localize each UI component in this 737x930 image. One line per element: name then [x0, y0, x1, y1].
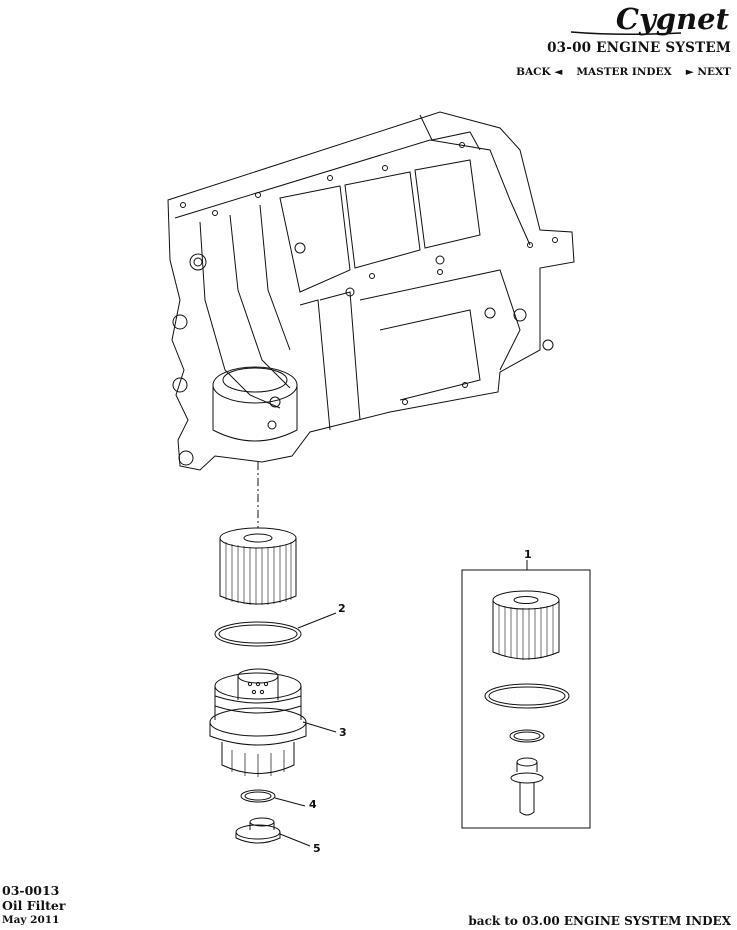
- back-to-index-link[interactable]: back to 03.00 ENGINE SYSTEM INDEX: [468, 914, 731, 928]
- cygnet-logo: Cygnet: [570, 2, 730, 36]
- callout-1: 1: [524, 548, 532, 561]
- page-section-title: 03-00 ENGINE SYSTEM: [547, 40, 731, 56]
- filter-kit-box: [461, 569, 591, 829]
- top-navigation: BACK ◄ MASTER INDEX ► NEXT: [516, 66, 731, 78]
- page-code: 03-0013: [2, 883, 60, 898]
- kit-filter-element-drawing: [492, 590, 560, 660]
- callout-3: 3: [339, 726, 347, 739]
- small-o-ring-drawing: [240, 789, 276, 803]
- back-link[interactable]: BACK ◄: [516, 66, 563, 78]
- oil-filter-diagram: 1 2 3 4 5: [167, 111, 591, 855]
- drain-plug-drawing: [235, 817, 281, 844]
- callout-4: 4: [309, 798, 317, 811]
- callout-5: 5: [313, 842, 321, 855]
- cygnet-logo-text: Cygnet: [616, 2, 730, 36]
- kit-drain-plug-drawing: [510, 757, 544, 816]
- master-index-link[interactable]: MASTER INDEX: [576, 66, 672, 78]
- page-name: Oil Filter: [2, 898, 66, 913]
- next-link[interactable]: ► NEXT: [685, 66, 731, 78]
- oil-filter-element-drawing: [219, 527, 297, 605]
- page-date: May 2011: [2, 914, 60, 926]
- engine-block-drawing: [167, 111, 575, 471]
- o-ring-drawing: [214, 621, 302, 647]
- callout-2: 2: [338, 602, 346, 615]
- filter-cap-drawing: [209, 668, 307, 777]
- footer-info: 03-0013 Oil Filter May 2011: [2, 883, 65, 928]
